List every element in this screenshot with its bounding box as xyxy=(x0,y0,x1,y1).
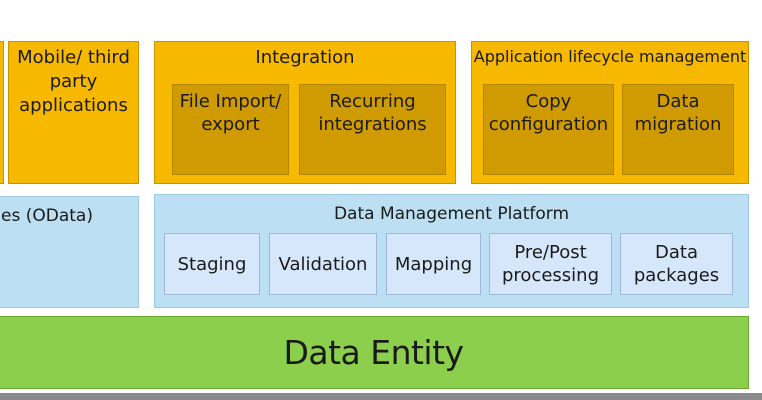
copy-configuration-box: Copy configuration xyxy=(483,84,614,175)
recurring-integrations-box: Recurring integrations xyxy=(299,84,446,175)
pre-post-processing-box: Pre/Post processing xyxy=(489,233,612,295)
data-migration-box: Data migration xyxy=(622,84,734,175)
alm-title: Application lifecycle management xyxy=(473,47,747,66)
left-partial-box xyxy=(0,41,4,184)
mobile-apps-label: Mobile/ third party applications xyxy=(17,47,130,116)
validation-box: Validation xyxy=(269,233,377,295)
odata-box: es (OData) xyxy=(0,196,139,308)
odata-label: es (OData) xyxy=(1,206,93,226)
data-entity-bar: Data Entity xyxy=(0,316,749,389)
staging-box: Staging xyxy=(164,233,260,295)
mobile-apps-box: Mobile/ third party applications xyxy=(8,41,139,184)
data-packages-box: Data packages xyxy=(620,233,733,295)
bottom-scroll-strip xyxy=(0,393,762,400)
integration-title: Integration xyxy=(255,47,355,68)
dmp-title: Data Management Platform xyxy=(333,204,570,224)
mapping-box: Mapping xyxy=(386,233,481,295)
file-import-export-box: File Import/ export xyxy=(172,84,289,175)
